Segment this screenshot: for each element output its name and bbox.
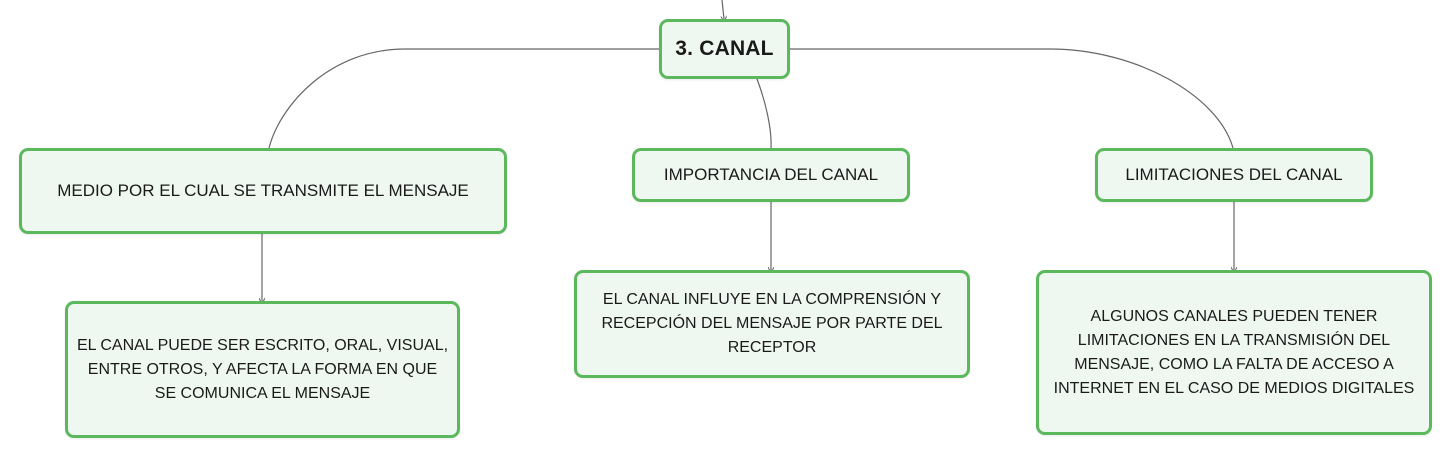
branch-node-label: LIMITACIONES DEL CANAL [1125, 164, 1343, 184]
detail-line: EL CANAL PUEDE SER ESCRITO, ORAL, VISUAL… [76, 336, 449, 354]
detail-line: RECEPCIÓN DEL MENSAJE POR PARTE DEL [601, 315, 943, 332]
detail-line: LIMITACIONES EN LA TRANSMISIÓN DEL [1077, 331, 1391, 349]
branch-node-importancia[interactable]: IMPORTANCIA DEL CANAL [632, 148, 910, 202]
connector-root-medio [268, 48, 659, 149]
detail-node-text: EL CANAL PUEDE SER ESCRITO, ORAL, VISUAL… [77, 334, 448, 406]
connector-parent [722, 0, 724, 19]
branch-node-label: IMPORTANCIA DEL CANAL [663, 164, 879, 184]
detail-node-text: EL CANAL INFLUYE EN LA COMPRENSIÓN Y REC… [601, 288, 942, 360]
detail-node-limitaciones[interactable]: ALGUNOS CANALES PUEDEN TENER LIMITACIONE… [1036, 270, 1432, 435]
connector-root-limitaciones [790, 48, 1234, 149]
branch-node-limitaciones[interactable]: LIMITACIONES DEL CANAL [1095, 148, 1373, 202]
detail-line: MENSAJE, COMO LA FALTA DE ACCESO A [1074, 355, 1394, 373]
branch-node-label: MEDIO POR EL CUAL SE TRANSMITE EL MENSAJ… [57, 180, 469, 200]
branch-node-medio[interactable]: MEDIO POR EL CUAL SE TRANSMITE EL MENSAJ… [19, 148, 507, 234]
detail-line: SE COMUNICA EL MENSAJE [154, 384, 371, 402]
detail-node-importancia[interactable]: EL CANAL INFLUYE EN LA COMPRENSIÓN Y REC… [574, 270, 970, 378]
connector-root-importancia [756, 78, 772, 149]
detail-line: INTERNET EN EL CASO DE MEDIOS DIGITALES [1053, 379, 1415, 397]
detail-line: RECEPTOR [727, 339, 817, 356]
detail-node-medio[interactable]: EL CANAL PUEDE SER ESCRITO, ORAL, VISUAL… [65, 301, 460, 438]
root-node-label: 3. CANAL [675, 37, 774, 60]
detail-line: ENTRE OTROS, Y AFECTA LA FORMA EN QUE [87, 360, 438, 378]
detail-node-text: ALGUNOS CANALES PUEDEN TENER LIMITACIONE… [1054, 305, 1415, 401]
detail-line: EL CANAL INFLUYE EN LA COMPRENSIÓN Y [602, 291, 942, 308]
root-node-canal[interactable]: 3. CANAL [659, 19, 790, 79]
detail-line: ALGUNOS CANALES PUEDEN TENER [1090, 307, 1378, 325]
